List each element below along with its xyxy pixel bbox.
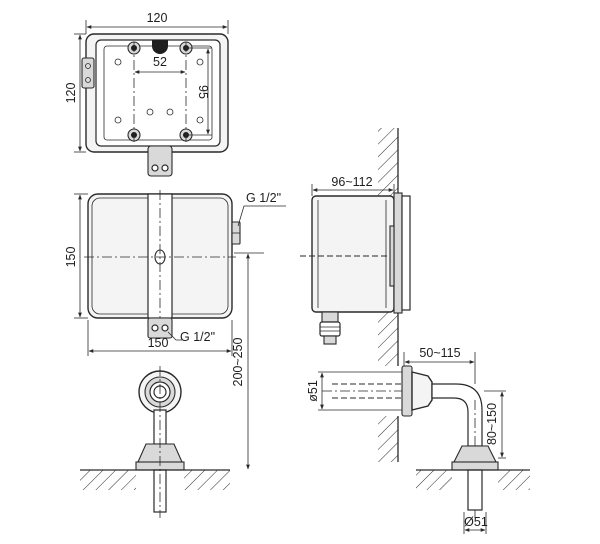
front-view: G 1/2" 150 150 G 1/2" bbox=[64, 190, 286, 356]
projection-dimension: 50~115 bbox=[403, 346, 476, 384]
side-view: 96~112 bbox=[300, 175, 411, 345]
front-width-label: 150 bbox=[148, 336, 169, 350]
side-depth-label: 96~112 bbox=[331, 175, 372, 189]
inlet-label: G 1/2" bbox=[246, 191, 281, 205]
hole-spacing-v-dimension: 95 bbox=[186, 47, 212, 136]
outlet-label: G 1/2" bbox=[180, 330, 215, 344]
top-width-label: 120 bbox=[147, 11, 168, 25]
top-view: 120 120 52 95 bbox=[64, 11, 229, 177]
floor-left bbox=[80, 469, 230, 490]
floor-right bbox=[416, 469, 530, 490]
install-height-dimension: 200~250 bbox=[231, 252, 264, 470]
floor-diameter-dimension: Ø51 bbox=[463, 512, 488, 534]
pipe-diameter-label: ø51 bbox=[306, 380, 320, 402]
front-height-label: 150 bbox=[64, 247, 78, 268]
top-height-label: 120 bbox=[64, 83, 78, 104]
top-width-dimension: 120 bbox=[85, 11, 229, 34]
hole-spacing-v-label: 95 bbox=[196, 85, 210, 99]
inlet-callout: G 1/2" bbox=[237, 191, 286, 227]
install-height-label: 200~250 bbox=[231, 337, 245, 386]
outlet-callout: G 1/2" bbox=[167, 330, 215, 344]
drop-dimension: 80~150 bbox=[484, 390, 506, 459]
front-height-dimension: 150 bbox=[64, 193, 88, 319]
projection-label: 50~115 bbox=[419, 346, 460, 360]
hole-spacing-h-dimension: 52 bbox=[134, 55, 186, 74]
drop-label: 80~150 bbox=[485, 403, 499, 445]
pipe-diameter-dimension: ø51 bbox=[306, 371, 402, 411]
floor-diameter-label: Ø51 bbox=[464, 515, 488, 529]
front-width-dimension: 150 bbox=[87, 320, 233, 356]
hole-spacing-h-label: 52 bbox=[153, 55, 167, 69]
side-depth-dimension: 96~112 bbox=[311, 175, 395, 196]
floor-fitting-front bbox=[80, 366, 230, 518]
top-height-dimension: 120 bbox=[64, 33, 86, 153]
wall-pipe-fitting: 50~115 ø51 80~150 Ø51 bbox=[306, 346, 530, 534]
